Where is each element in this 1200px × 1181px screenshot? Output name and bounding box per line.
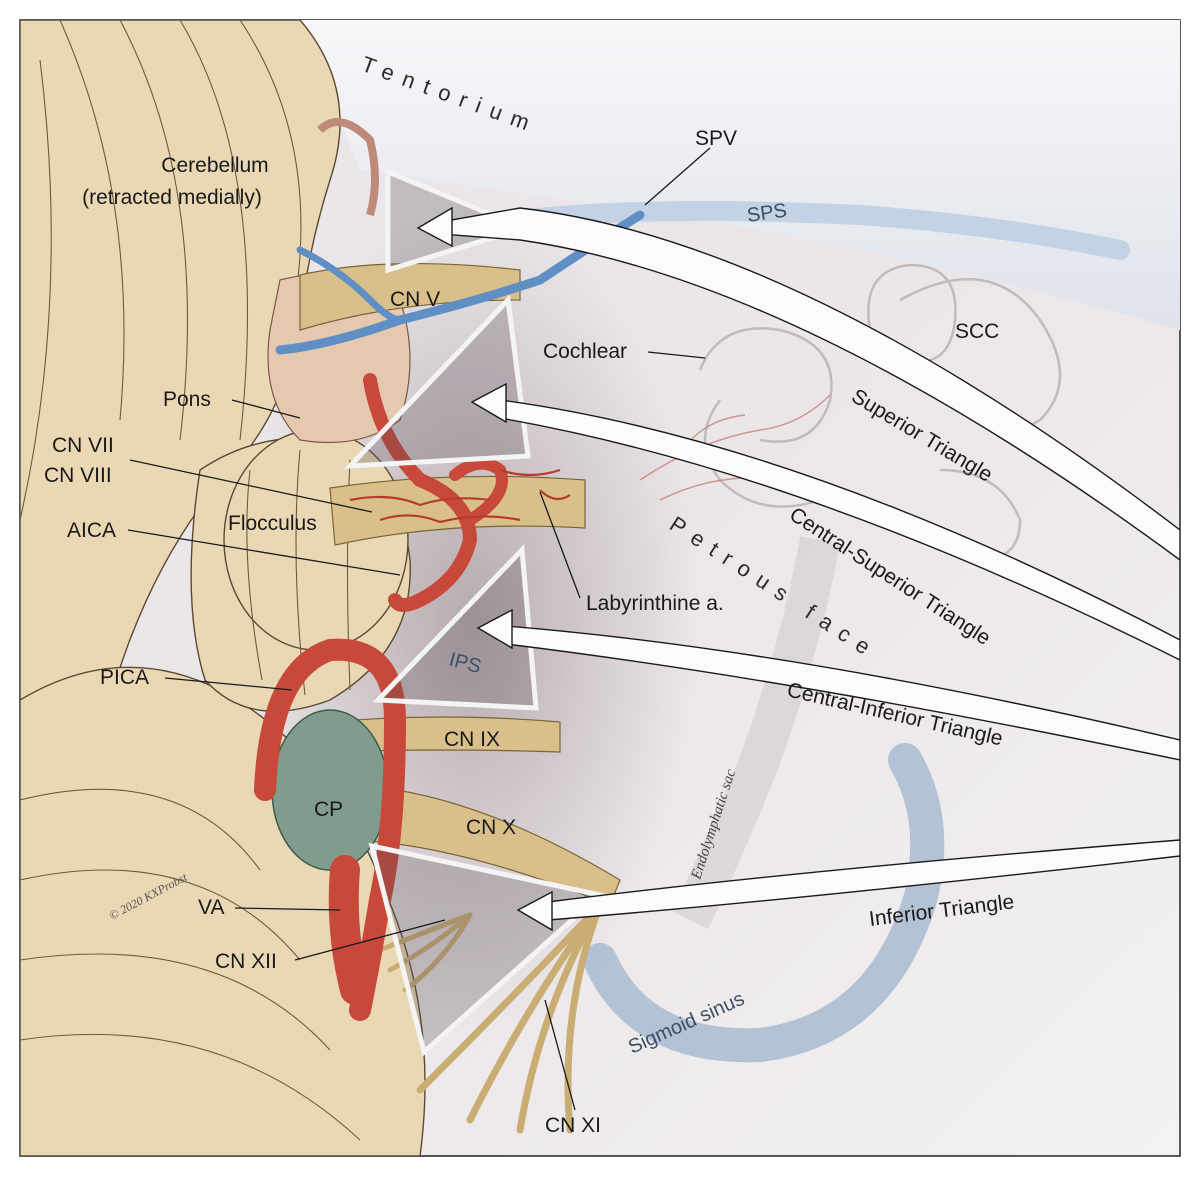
cn-x-label: CN X [466, 816, 516, 839]
central-superior-triangle-arrow [499, 399, 1180, 661]
va-label: VA [198, 896, 224, 919]
cerebellum-label: Cerebellum [161, 154, 268, 177]
sps-shape [510, 201, 1130, 260]
cn-viii-label: CN VIII [44, 464, 112, 487]
spv-label: SPV [695, 127, 737, 150]
cn-vii-label: CN VII [52, 434, 114, 457]
cn-ix-label: CN IX [444, 728, 500, 751]
va-vessel [328, 855, 370, 1005]
leader-lines [127, 147, 711, 1111]
labyrinthine-label: Labyrinthine a. [586, 592, 724, 615]
tentorial-edge [317, 118, 379, 217]
inferior-triangle-arrowhead [516, 890, 553, 932]
aica-label: AICA [67, 519, 116, 542]
superior-triangle-arrowhead [416, 206, 453, 248]
cn-xii-nerve [377, 912, 473, 993]
cn-xi-label: CN XI [545, 1114, 601, 1137]
central-inferior-triangle-arrow [505, 625, 1180, 761]
pica-vessel [254, 638, 407, 1021]
sigmoid-sinus-shape [583, 743, 945, 1063]
cn-v-nerve [299, 263, 521, 331]
labyrinthine-artery-network [349, 468, 571, 524]
petrous-outline [672, 536, 840, 929]
inferior-triangle-arrow [547, 839, 1180, 921]
cn-xii-label: CN XII [215, 950, 277, 973]
tentorium-sheet [300, 20, 1180, 330]
superior-triangle-arrow [439, 207, 1180, 561]
central-superior-triangle-shape [343, 294, 531, 469]
pons-label: Pons [163, 388, 211, 411]
pica-label: PICA [100, 666, 149, 689]
aica-vessel [363, 373, 478, 612]
cn-v-label: CN V [390, 288, 440, 311]
cp-label: CP [314, 798, 343, 821]
cochlear-label: Cochlear [543, 340, 627, 363]
cn-x-nerve [349, 784, 621, 906]
cn-xi-nerve [416, 901, 604, 1134]
cerebellum-note-label: (retracted medially) [82, 186, 262, 209]
scc-label: SCC [955, 320, 999, 343]
central-superior-triangle-arrowhead [470, 382, 507, 424]
spv-branch-vessel [296, 246, 404, 324]
central-inferior-triangle-arrowhead [476, 608, 513, 650]
flocculus-label: Flocculus [228, 512, 317, 535]
